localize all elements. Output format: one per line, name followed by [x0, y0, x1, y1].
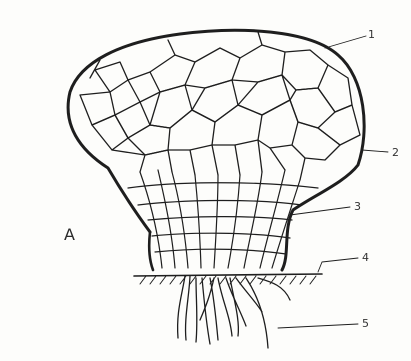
figure-label: A	[64, 225, 75, 244]
cap-cell-network	[80, 32, 360, 180]
callout-2: 2	[392, 146, 399, 159]
callout-1: 1	[368, 28, 375, 41]
callout-3: 3	[354, 200, 361, 213]
rhizoids	[178, 276, 290, 348]
callout-5: 5	[362, 317, 369, 330]
callout-4: 4	[362, 251, 369, 264]
leader-lines	[278, 36, 388, 328]
stalk-left-edge	[149, 232, 153, 270]
